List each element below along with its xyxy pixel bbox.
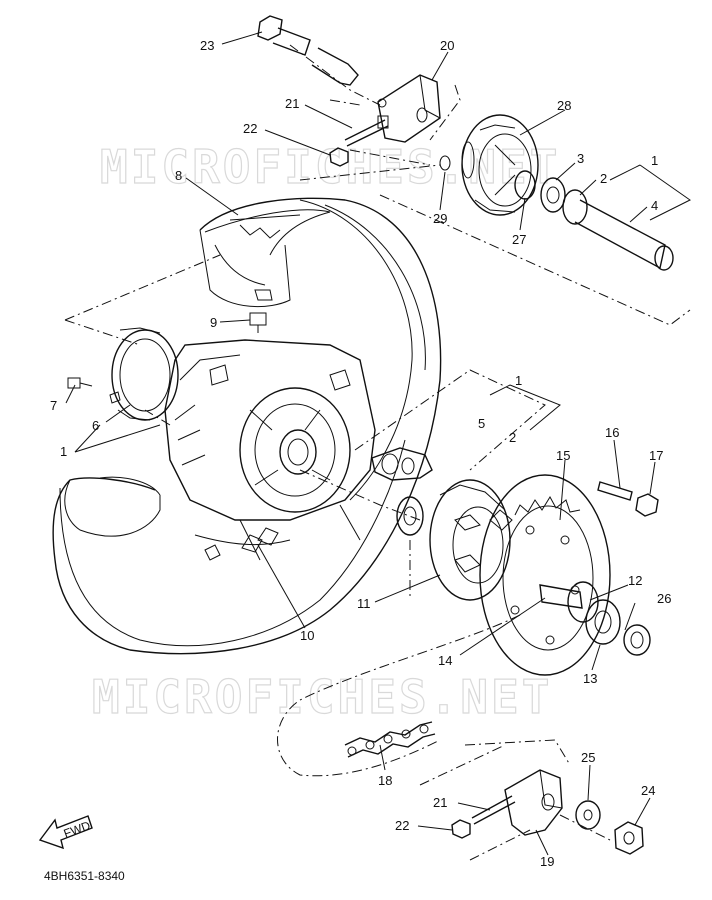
- adjuster-part-20: [377, 74, 441, 143]
- bearing-part-2-top: [562, 189, 588, 225]
- axle-part-23: [257, 15, 359, 86]
- callout-29: 29: [433, 211, 447, 226]
- clutch-hub-part-11: [429, 479, 513, 601]
- callout-4: 4: [651, 198, 658, 213]
- watermark-top: MICROFICHES.NET: [100, 140, 560, 194]
- fwd-arrow-icon: FWD: [38, 815, 93, 850]
- adjuster-part-19: [504, 769, 563, 836]
- brake-ring-part-6: [109, 327, 179, 421]
- callout-7: 7: [50, 398, 57, 413]
- callout-23: 23: [200, 38, 214, 53]
- callout-16: 16: [605, 425, 619, 440]
- callout-6: 6: [92, 418, 99, 433]
- collar-part-14: [539, 584, 583, 609]
- callout-22-bottom: 22: [395, 818, 409, 833]
- watermark-bottom: MICROFICHES.NET: [92, 670, 552, 724]
- nut-part-17: [635, 493, 659, 517]
- callout-28: 28: [557, 98, 571, 113]
- callout-1-middle: 1: [515, 373, 522, 388]
- leader-lines: [65, 31, 656, 856]
- callout-27: 27: [512, 232, 526, 247]
- callout-2-top: 2: [600, 171, 607, 186]
- callout-11: 11: [357, 596, 371, 611]
- bearing-part-2-small: [396, 496, 424, 536]
- wheel-hub: [164, 339, 376, 561]
- callout-2-middle: 2: [509, 430, 516, 445]
- screw-part-7: [67, 377, 93, 389]
- washer-part-25: [575, 800, 601, 830]
- sprocket-part-15: [479, 474, 611, 676]
- callout-8: 8: [175, 168, 182, 183]
- callout-21-bottom: 21: [433, 795, 447, 810]
- callout-13: 13: [583, 671, 597, 686]
- o-ring-part-29: [439, 155, 451, 171]
- bolt-part-21-bottom: [471, 795, 516, 825]
- callout-9: 9: [210, 315, 217, 330]
- callout-1-left: 1: [60, 444, 67, 459]
- nut-part-22-top: [329, 147, 349, 167]
- callout-3: 3: [577, 151, 584, 166]
- bearing-part-12: [567, 581, 621, 645]
- drawing-code: 4BH6351-8340: [44, 869, 125, 883]
- callout-25: 25: [581, 750, 595, 765]
- bearing-part-5: [371, 447, 433, 481]
- callout-1-top: 1: [651, 153, 658, 168]
- callout-labels: 23 20 21 22 28 3 1 2 4 29 27 8 9 1 5 2 7…: [50, 38, 671, 869]
- nut-part-22-bottom: [451, 819, 471, 839]
- callout-26: 26: [657, 591, 671, 606]
- callout-24: 24: [641, 783, 655, 798]
- bolt-part-21-top: [344, 115, 389, 147]
- callout-brackets: [74, 164, 691, 453]
- callout-19: 19: [540, 854, 554, 869]
- spacer-part-4: [574, 199, 674, 271]
- bearing-part-3: [540, 177, 566, 213]
- fwd-label: FWD: [62, 818, 93, 841]
- callout-22-top: 22: [243, 121, 257, 136]
- valve-part-9: [249, 312, 267, 333]
- callout-10: 10: [300, 628, 314, 643]
- nut-part-24: [614, 821, 644, 855]
- chain-part-18: [277, 614, 521, 777]
- collar-part-26: [623, 624, 651, 656]
- callout-21-top: 21: [285, 96, 299, 111]
- hub-part-28: [461, 114, 539, 216]
- callout-15: 15: [556, 448, 570, 463]
- tire-part-8: [52, 197, 442, 655]
- bolt-part-16: [597, 481, 633, 501]
- damper-part-10: [204, 527, 279, 561]
- callout-5: 5: [478, 416, 485, 431]
- callout-12: 12: [628, 573, 642, 588]
- assembly-lines: [64, 44, 691, 861]
- callout-20: 20: [440, 38, 454, 53]
- callout-17: 17: [649, 448, 663, 463]
- callout-14: 14: [438, 653, 452, 668]
- callout-18: 18: [378, 773, 392, 788]
